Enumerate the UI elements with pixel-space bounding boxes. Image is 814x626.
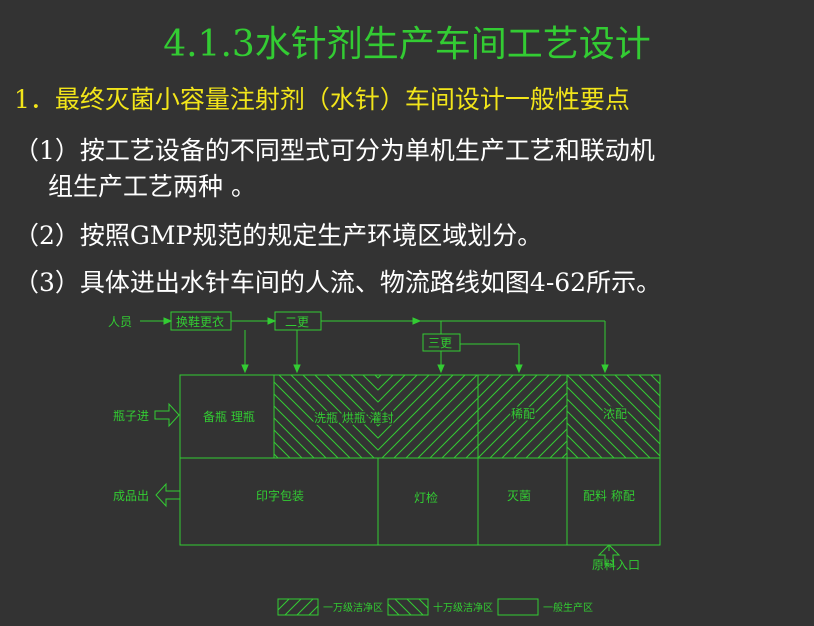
legend-label-general: 一般生产区 bbox=[543, 601, 593, 614]
bottle-in-label: 瓶子进 bbox=[113, 409, 149, 423]
hatch-100000-area bbox=[274, 375, 378, 458]
slide-title: 4.1.3水针剂生产车间工艺设计 bbox=[163, 24, 651, 65]
room-lamp-inspect: 灯检 bbox=[414, 490, 438, 505]
room-concentrate: 浓配 bbox=[603, 407, 627, 421]
point-2: （2）按照GMP规范的规定生产环境区域划分。 bbox=[14, 221, 543, 250]
second-change-label: 二更 bbox=[285, 315, 309, 329]
bottle-in-arrow bbox=[154, 402, 180, 428]
point-1: （1）按工艺设备的不同型式可分为单机生产工艺和联动机 bbox=[14, 136, 655, 165]
person-label: 人员 bbox=[108, 315, 132, 329]
room-prepare-bottles: 备瓶 理瓶 bbox=[203, 410, 255, 424]
hatch-100000-area-2 bbox=[567, 375, 660, 458]
third-change-label: 三更 bbox=[428, 336, 452, 350]
hatch-10000-area-2 bbox=[478, 375, 567, 458]
point-1-cont: 组生产工艺两种 。 bbox=[48, 172, 256, 201]
raw-material-in-label: 原料入口 bbox=[592, 558, 640, 572]
raw-material-arrow bbox=[597, 544, 621, 566]
hatch-10000-area bbox=[378, 375, 478, 458]
point-3: （3）具体进出水针车间的人流、物流路线如图4-62所示。 bbox=[14, 268, 662, 297]
legend-label-10000: 一万级洁净区 bbox=[323, 601, 383, 614]
legend-box-10000 bbox=[277, 598, 319, 616]
workshop-outline bbox=[179, 374, 661, 546]
legend-label-100000: 十万级洁净区 bbox=[433, 601, 493, 614]
room-print-pack: 印字包装 bbox=[256, 488, 304, 503]
section-heading: 1．最终灭菌小容量注射剂（水针）车间设计一般性要点 bbox=[14, 85, 630, 114]
legend-box-100000 bbox=[387, 598, 429, 616]
product-out-arrow bbox=[155, 482, 181, 508]
room-dilute: 稀配 bbox=[511, 407, 535, 421]
room-weigh-material: 配料 称配 bbox=[583, 489, 635, 503]
legend-box-general bbox=[497, 598, 539, 616]
change-shoes-label: 换鞋更衣 bbox=[176, 314, 224, 329]
room-sterilize: 灭菌 bbox=[507, 489, 531, 503]
product-out-label: 成品出 bbox=[113, 489, 149, 503]
room-wash-dry-fill: 洗瓶 烘瓶 灌封 bbox=[314, 411, 394, 425]
